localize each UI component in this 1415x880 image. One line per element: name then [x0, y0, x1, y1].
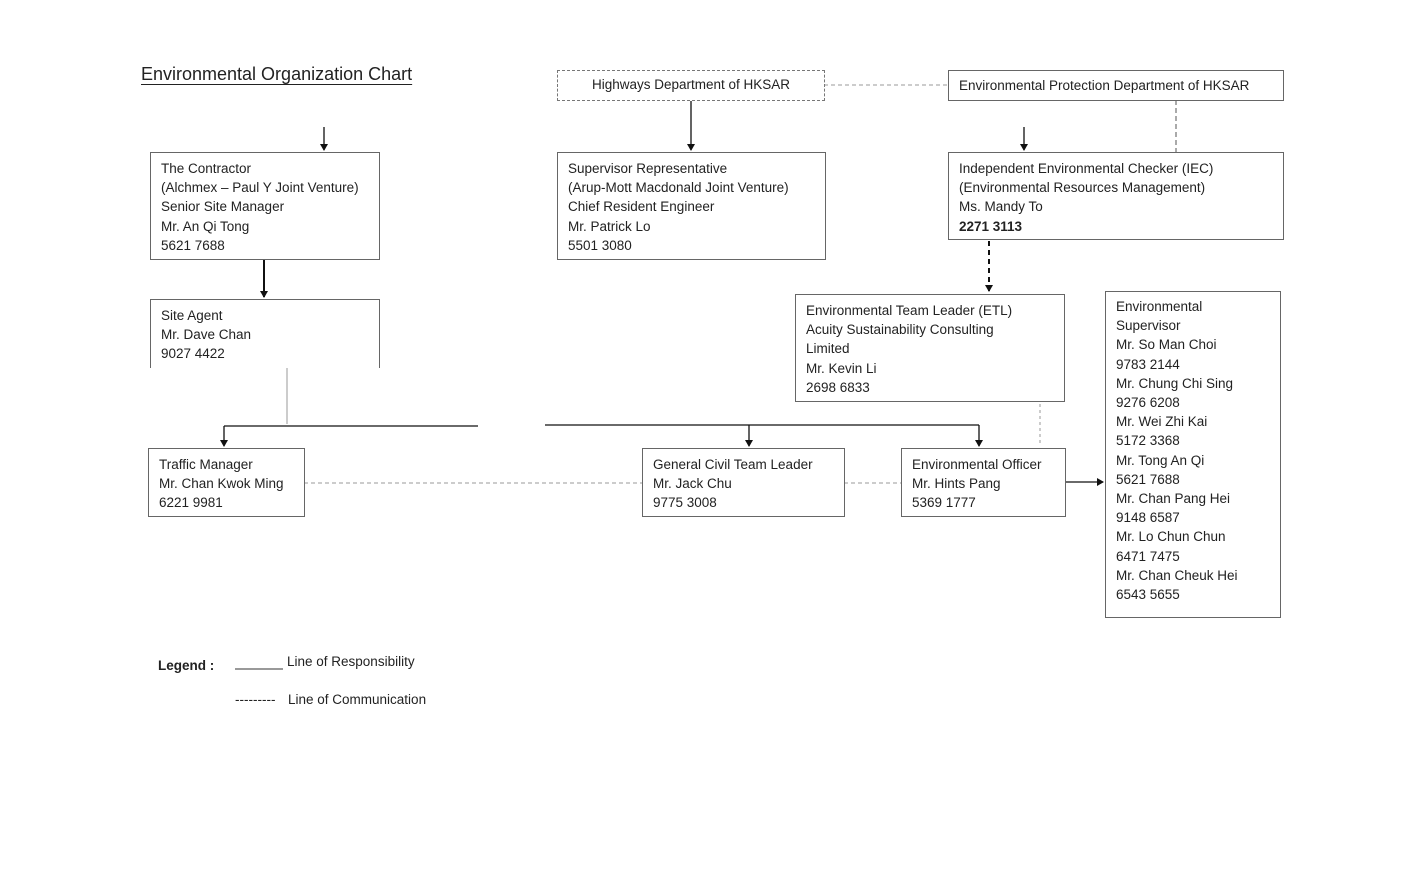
legend-communication-sample: --------- — [235, 692, 276, 707]
node-text: (Environmental Resources Management) — [959, 180, 1206, 196]
node-text: 9276 6208 — [1116, 395, 1180, 411]
node-text: Highways Department of HKSAR — [591, 77, 791, 92]
node-text: Environmental Officer — [912, 457, 1042, 472]
node-text: 5172 3368 — [1116, 433, 1180, 449]
node-text: Site Agent — [161, 308, 223, 323]
node-text: Traffic Manager — [159, 457, 253, 472]
node-text: (Alchmex – Paul Y Joint Venture) — [161, 180, 359, 196]
node-text: 6543 5655 — [1116, 587, 1180, 603]
node-text: 9148 6587 — [1116, 510, 1180, 526]
node-text: 2271 3113 — [959, 218, 1023, 234]
node-text: Supervisor — [1116, 318, 1181, 334]
highways-department-box: Highways Department of HKSAR — [557, 70, 825, 101]
node-text: Environmental Team Leader (ETL) — [806, 303, 1013, 318]
node-text: 2698 6833 — [806, 379, 870, 395]
node-text: Mr. Chan Pang Hei — [1116, 491, 1231, 507]
page-title: Environmental Organization Chart — [141, 64, 413, 84]
node-text: Mr. Jack Chu — [653, 476, 732, 492]
contractor-box: The Contractor (Alchmex – Paul Y Joint Ve… — [150, 152, 380, 260]
node-text: Mr. Kevin Li — [806, 360, 877, 376]
node-text: 9783 2144 — [1116, 356, 1180, 372]
node-text: Mr. Wei Zhi Kai — [1116, 414, 1208, 430]
node-text: 5621 7688 — [1116, 471, 1180, 487]
iec-box: Independent Environmental Checker (IEC) (… — [948, 152, 1284, 240]
node-text: (Arup-Mott Macdonald Joint Venture) — [568, 180, 789, 196]
node-text: 5369 1777 — [912, 495, 976, 511]
legend-label: Legend : — [158, 658, 215, 673]
node-text: Environmental Protection Department of H… — [959, 78, 1250, 93]
node-text: Environmental — [1116, 299, 1203, 314]
legend-responsibility: Line of Responsibility — [287, 654, 415, 669]
node-text: Acuity Sustainability Consulting — [806, 322, 994, 338]
node-text: Mr. So Man Choi — [1116, 337, 1217, 353]
node-text: Supervisor Representative — [568, 161, 728, 176]
node-text: 9775 3008 — [653, 495, 717, 511]
node-text: Mr. Lo Chun Chun — [1116, 529, 1226, 545]
node-text: 9027 4422 — [161, 346, 225, 362]
epd-box: Environmental Protection Department of H… — [948, 70, 1284, 101]
node-text: Ms. Mandy To — [959, 199, 1043, 215]
node-text: 5501 3080 — [568, 237, 632, 253]
legend-communication: Line of Communication — [288, 692, 427, 707]
etl-box: Environmental Team Leader (ETL) Acuity Su… — [795, 294, 1065, 402]
node-text: General Civil Team Leader — [653, 457, 813, 472]
node-text: Limited — [806, 341, 850, 357]
node-text: The Contractor — [161, 161, 252, 176]
node-text: Mr. Hints Pang — [912, 476, 1001, 492]
node-text: Mr. Tong An Qi — [1116, 452, 1205, 468]
node-text: Chief Resident Engineer — [568, 199, 715, 215]
node-text: Mr. Patrick Lo — [568, 218, 651, 234]
supervisor-representative-box: Supervisor Representative (Arup-Mott Macd… — [557, 152, 826, 260]
node-text: Mr. Chung Chi Sing — [1116, 375, 1234, 391]
node-text: Mr. An Qi Tong — [161, 218, 250, 234]
node-text: 6221 9981 — [159, 495, 223, 511]
node-text: 5621 7688 — [161, 237, 225, 253]
node-text: Mr. Chan Kwok Ming — [159, 476, 284, 492]
node-text: Senior Site Manager — [161, 199, 285, 215]
node-text: Mr. Chan Cheuk Hei — [1116, 567, 1238, 583]
node-text: 6471 7475 — [1116, 548, 1180, 564]
node-text: Mr. Dave Chan — [161, 327, 252, 343]
node-text: Independent Environmental Checker (IEC) — [959, 161, 1214, 176]
